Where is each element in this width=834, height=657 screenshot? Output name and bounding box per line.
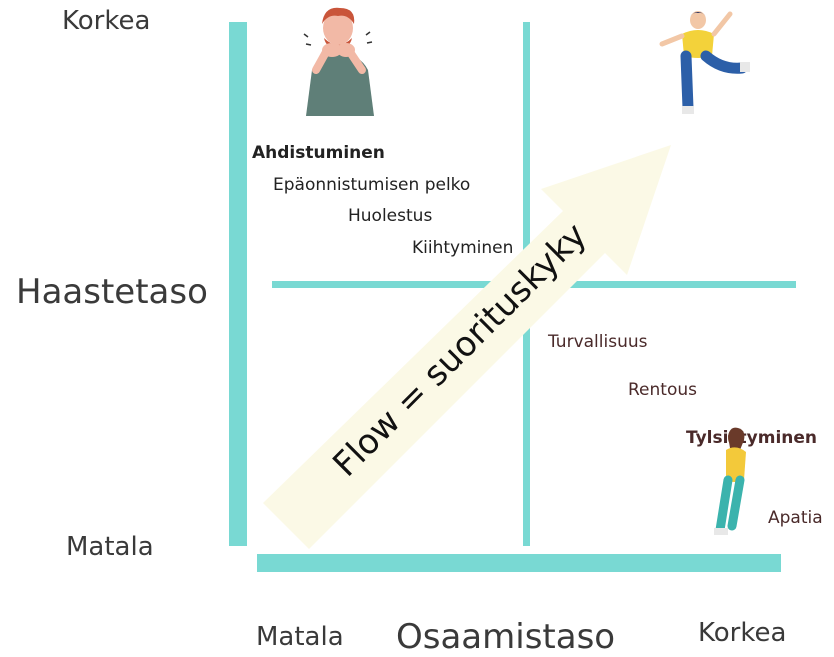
x-axis-low-label: Matala — [256, 622, 344, 652]
list-item: Turvallisuus — [548, 332, 648, 352]
list-item: Rentous — [628, 380, 697, 400]
y-axis-high-label: Korkea — [62, 6, 151, 36]
x-axis-high-label: Korkea — [698, 618, 787, 648]
happy-person-illustration — [659, 11, 750, 114]
anxious-person-illustration — [303, 7, 374, 116]
flow-arrow-shape — [263, 145, 671, 549]
y-axis-bar — [229, 22, 247, 546]
ahdistuminen-heading: Ahdistuminen — [252, 143, 385, 163]
y-axis-title: Haastetaso — [16, 272, 208, 312]
bored-person-illustration — [714, 427, 746, 535]
list-item: Huolestus — [348, 206, 433, 226]
x-axis-title: Osaamistaso — [396, 617, 616, 657]
tylsistyminen-heading: Tylsistyminen — [686, 428, 818, 448]
y-axis-low-label: Matala — [66, 532, 154, 562]
x-axis-bar — [257, 554, 781, 572]
list-item: Kiihtyminen — [412, 238, 514, 258]
apatia-label: Apatia — [768, 508, 823, 528]
list-item: Epäonnistumisen pelko — [273, 175, 471, 195]
